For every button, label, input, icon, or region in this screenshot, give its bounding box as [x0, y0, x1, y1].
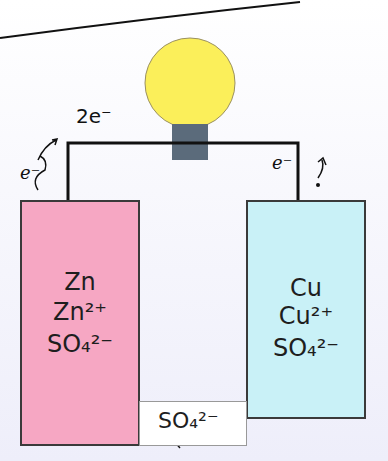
handwritten-note: e⁻	[20, 162, 40, 183]
electron-label: 2e⁻	[76, 104, 112, 128]
hand-dot	[316, 183, 320, 187]
species-label: SO₄²⁻	[47, 330, 113, 358]
handwritten-note: e⁻	[272, 152, 292, 173]
salt-bridge: SO₄²⁻	[139, 401, 247, 446]
half-cell-box: ZnZn²⁺ SO₄²⁻	[20, 200, 140, 446]
species-label: SO₄²⁻	[158, 408, 219, 433]
wire	[68, 143, 298, 200]
species-label: Zn	[64, 268, 96, 296]
half-cell-box: CuCu²⁺ SO₄²⁻	[246, 200, 366, 419]
handwritten-arc	[0, 2, 300, 38]
species-label: Cu²⁺	[279, 302, 333, 330]
species-label: Cu	[290, 274, 322, 302]
hand-arrow	[318, 158, 326, 178]
hand-arrow	[38, 139, 57, 160]
species-label: Zn²⁺	[53, 298, 107, 326]
species-label: SO₄²⁻	[273, 334, 339, 362]
bulb-glass	[145, 38, 235, 128]
